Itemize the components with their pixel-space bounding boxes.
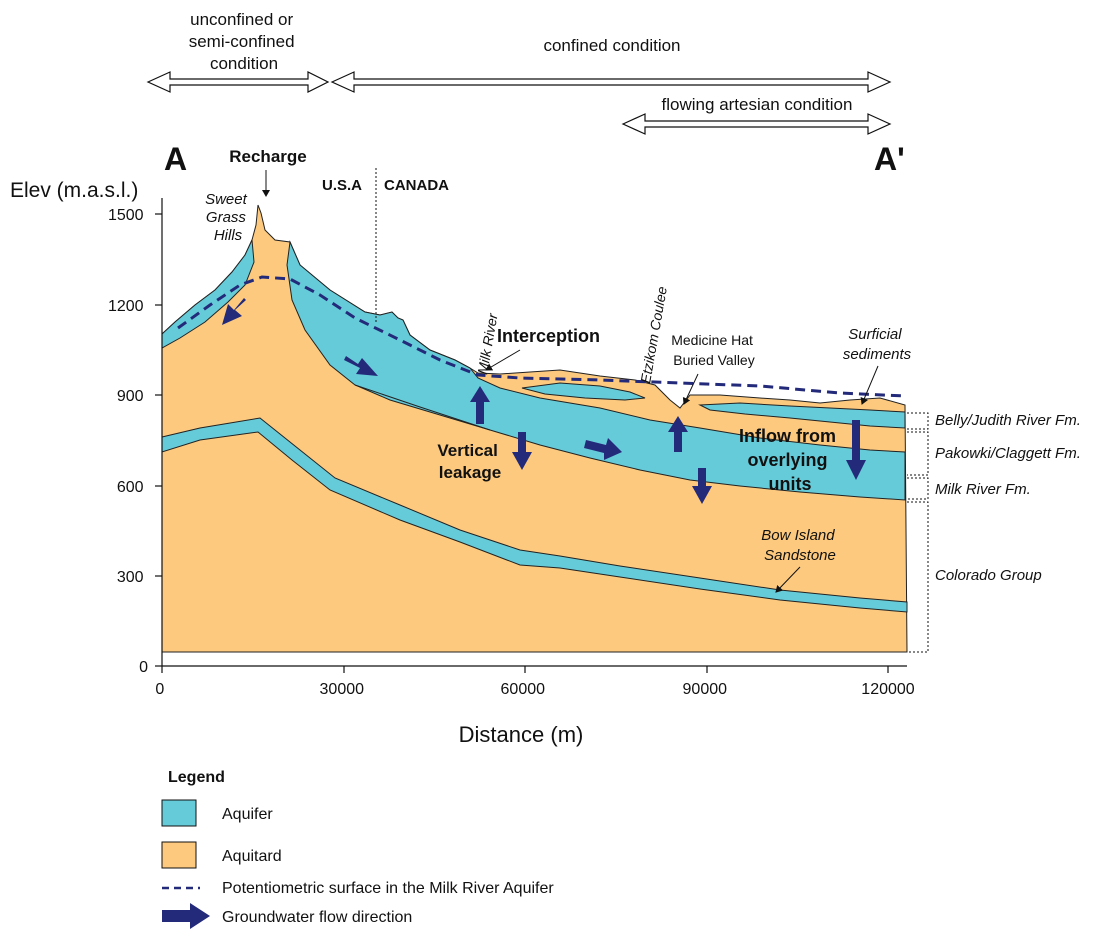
x-axis-label: Distance (m) <box>459 722 584 747</box>
colorado-group-label: Colorado Group <box>935 567 1042 584</box>
potentiometric-surface <box>177 275 906 398</box>
flow-arrow-confined <box>344 356 378 376</box>
legend-aquitard-swatch <box>161 841 197 869</box>
legend-aquitard-label: Aquitard <box>222 848 282 865</box>
flow-arrow-recharge <box>222 298 246 325</box>
aquifer-recharge-limb <box>161 238 255 349</box>
axes <box>155 198 907 673</box>
legend-title: Legend <box>168 769 225 786</box>
pakowki-fm-label: Pakowki/Claggett Fm. <box>935 445 1081 462</box>
x-tick-labels: 0 30000 60000 90000 120000 <box>155 681 914 698</box>
flow-arrow-up-interception <box>470 386 490 424</box>
section-start-label: A <box>164 141 187 177</box>
flow-arrow-down-east <box>692 468 712 504</box>
formation-brackets <box>907 412 929 653</box>
section-end-label: A' <box>874 141 905 177</box>
legend-aquifer-swatch <box>161 799 197 827</box>
flow-arrow-up-medicinehat <box>668 416 688 452</box>
inflow-label: Inflow from overlying units <box>739 426 841 494</box>
flow-arrow-east <box>584 438 622 460</box>
usa-label: U.S.A <box>322 177 362 194</box>
etzikom-label: Etzikom Coulee <box>637 285 670 385</box>
y-axis-label: Elev (m.a.s.l.) <box>10 179 138 202</box>
surficial-sediments-label: Surficial sediments <box>843 326 912 363</box>
milk-river-fm-label: Milk River Fm. <box>935 481 1031 498</box>
belly-river-fm-label: Belly/Judith River Fm. <box>935 412 1081 429</box>
unconfined-label: unconfined or semi-confined condition <box>189 10 300 73</box>
bow-island-aquifer <box>161 417 908 613</box>
y-tick-labels: 1500 1200 900 600 300 0 <box>108 207 148 676</box>
flow-arrow-down-leakage <box>512 432 532 470</box>
flowing-artesian-arrow <box>621 113 892 135</box>
legend-flow-arrow-icon <box>162 903 210 929</box>
unconfined-condition-arrow <box>146 71 330 93</box>
recharge-label: Recharge <box>229 147 306 166</box>
vertical-leakage-label: Vertical leakage <box>437 441 502 482</box>
legend: Legend Aquifer Aquitard Potentiometric s… <box>161 769 554 929</box>
confined-label: confined condition <box>543 36 680 55</box>
medicine-hat-label: Medicine Hat Buried Valley <box>671 332 757 368</box>
interception-label: Interception <box>497 326 600 346</box>
legend-flow-label: Groundwater flow direction <box>222 909 412 926</box>
legend-aquifer-label: Aquifer <box>222 806 273 823</box>
sweet-grass-label: Sweet Grass Hills <box>205 191 251 244</box>
flow-arrow-down-inflow <box>846 420 866 480</box>
canada-label: CANADA <box>384 177 449 194</box>
legend-potentiometric-label: Potentiometric surface in the Milk River… <box>222 880 554 897</box>
bow-island-label: Bow Island Sandstone <box>761 527 839 564</box>
flowing-artesian-label: flowing artesian condition <box>662 95 853 114</box>
belly-river-aquifer <box>521 382 646 401</box>
confined-condition-arrow <box>330 71 892 93</box>
